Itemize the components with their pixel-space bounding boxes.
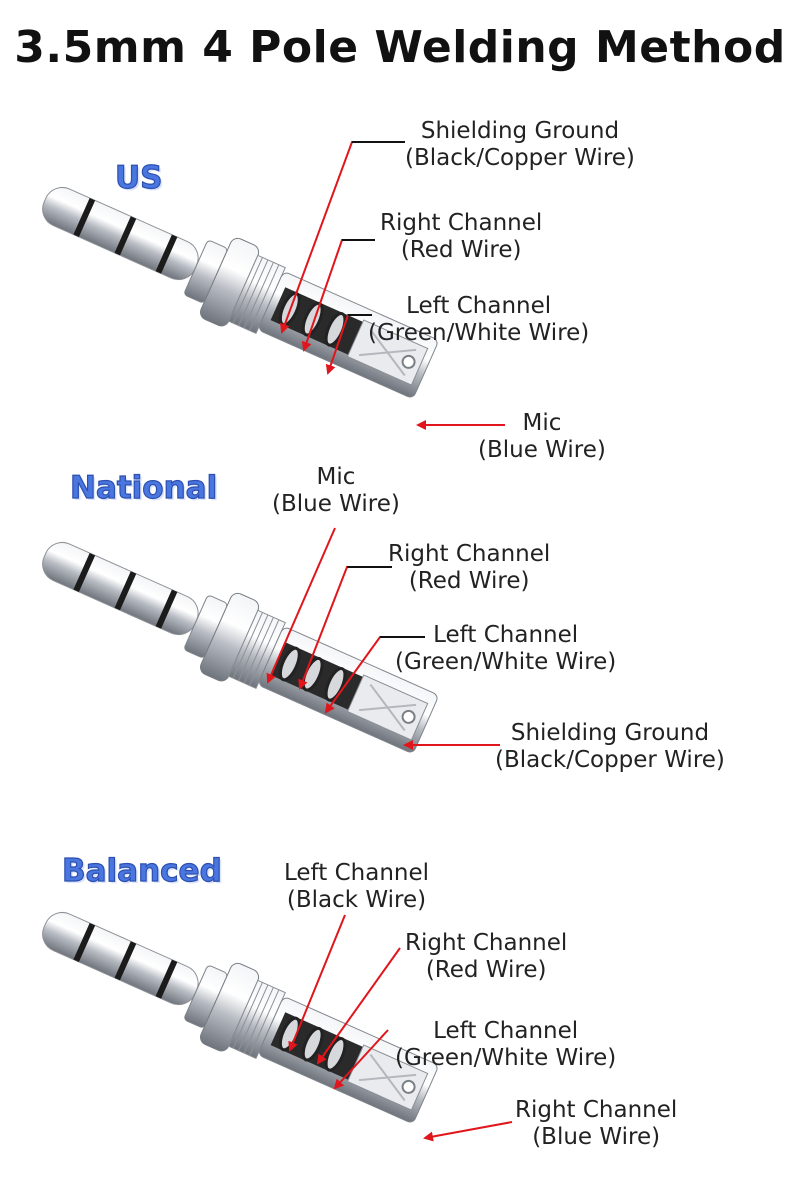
section-label-us: US (114, 159, 163, 196)
label-us-mic: Mic(Blue Wire) (478, 410, 606, 463)
arrow-balanced-left-black (288, 914, 346, 1052)
plug-national (25, 513, 446, 767)
section-label-balanced: Balanced (61, 852, 222, 889)
label-us-shielding: Shielding Ground(Black/Copper Wire) (405, 118, 635, 171)
label-balanced-left-green: Left Channel(Green/White Wire) (395, 1018, 617, 1071)
arrow-national-mic (266, 527, 336, 684)
section-label-national: National (69, 469, 218, 506)
arrow-balanced-right-blue (423, 1121, 513, 1142)
label-national-mic: Mic(Blue Wire) (272, 464, 400, 517)
label-national-right: Right Channel(Red Wire) (388, 541, 551, 594)
arrow-balanced-right-red (316, 947, 401, 1065)
label-national-left: Left Channel(Green/White Wire) (395, 622, 617, 675)
label-balanced-right-red: Right Channel(Red Wire) (405, 930, 568, 983)
plug-us (25, 158, 446, 412)
label-balanced-right-blue: Right Channel(Blue Wire) (515, 1097, 678, 1150)
label-national-shielding: Shielding Ground(Black/Copper Wire) (495, 720, 725, 773)
label-us-left: Left Channel(Green/White Wire) (368, 293, 590, 346)
arrow-balanced-left-green (333, 1029, 389, 1090)
plug-balanced (25, 883, 446, 1137)
label-us-right: Right Channel(Red Wire) (380, 210, 543, 263)
page-title: 3.5mm 4 Pole Welding Method (14, 22, 786, 73)
label-balanced-left-black: Left Channel(Black Wire) (284, 860, 430, 913)
